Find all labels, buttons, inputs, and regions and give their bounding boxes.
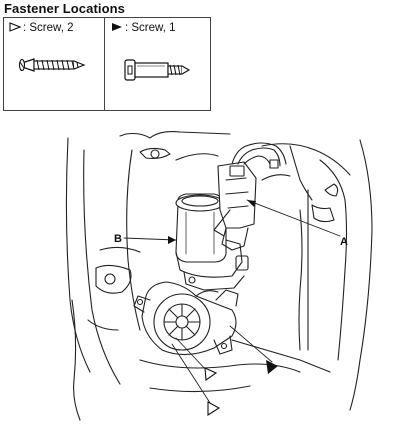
callout-a: A xyxy=(340,236,348,248)
legend-cell-screw-2: : Screw, 2 xyxy=(4,18,105,110)
fastener-legend: : Screw, 2 : Screw, 1 xyxy=(3,17,211,111)
legend-label-screw-2: : Screw, 2 xyxy=(23,22,74,34)
screw-2-marker xyxy=(204,367,218,381)
screw-1-marker xyxy=(266,360,278,374)
legend-label-screw-1: : Screw, 1 xyxy=(125,22,176,34)
legend-cell-screw-1: : Screw, 1 xyxy=(105,18,210,110)
screw-1-icon xyxy=(124,59,191,81)
filled-triangle-icon xyxy=(112,23,122,31)
callout-b: B xyxy=(114,233,122,245)
screw-2-icon xyxy=(18,58,86,72)
section-title: Fastener Locations xyxy=(4,1,125,16)
screw-2-marker xyxy=(207,401,221,417)
hollow-triangle-icon xyxy=(9,22,21,32)
